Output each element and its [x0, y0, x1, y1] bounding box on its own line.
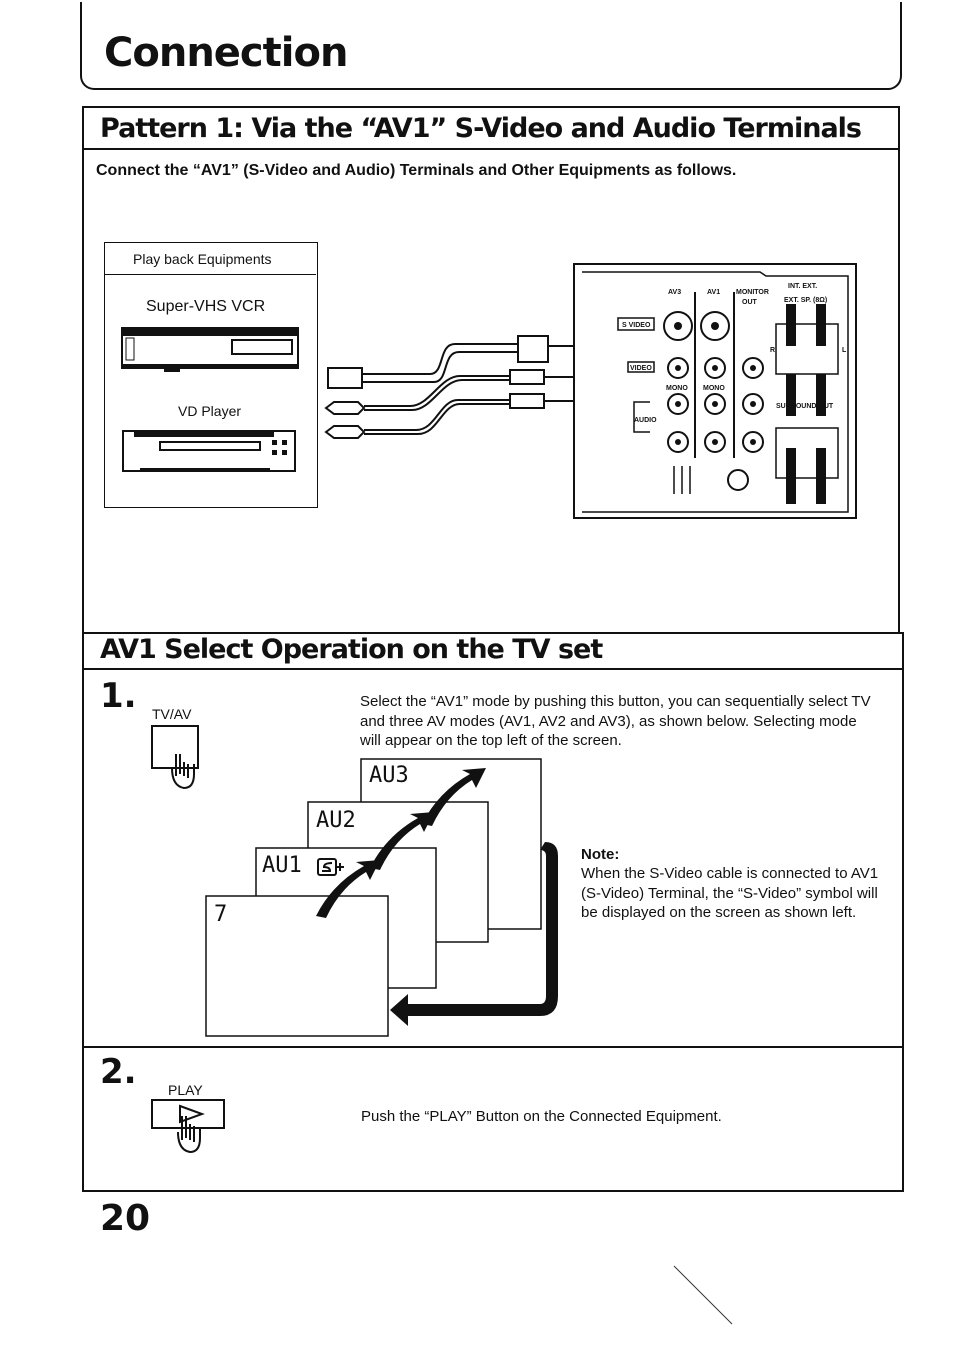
arrow-return-to-tv — [390, 842, 558, 1026]
panel-r-label: R — [770, 347, 775, 354]
mode-screens-illustration — [205, 758, 558, 1037]
tv-av-button-label: TV/AV — [152, 706, 192, 722]
divider — [82, 1046, 902, 1048]
panel-l-label: L — [842, 347, 847, 354]
panel-ext-sp-label: EXT. SP. (8Ω) — [784, 297, 827, 304]
panel-av1-label: AV1 — [707, 289, 720, 296]
panel-av3-label: AV3 — [668, 289, 681, 296]
operation-title: AV1 Select Operation on the TV set — [100, 634, 603, 665]
panel-audio-label: AUDIO — [634, 417, 657, 424]
arrow-to-av3 — [422, 768, 486, 826]
step-2-number: 2. — [100, 1052, 137, 1092]
playback-equipment-header — [104, 242, 316, 275]
tv-av-button-icon[interactable] — [150, 724, 206, 794]
panel-svideo-label: S VIDEO — [622, 322, 651, 329]
svhs-vcr-label: Super-VHS VCR — [146, 298, 266, 315]
panel-mono2-label: MONO — [703, 385, 725, 392]
panel-surround-label: SURROUND OUT — [776, 403, 834, 410]
step-2-instruction: Push the “PLAY” Button on the Connected … — [361, 1108, 722, 1125]
play-button-icon[interactable] — [150, 1098, 228, 1156]
pattern-section — [82, 106, 900, 634]
svg-text:OUT: OUT — [742, 299, 758, 306]
arrow-to-av2 — [370, 812, 434, 870]
operation-section — [82, 632, 904, 1192]
stray-mark — [673, 1265, 733, 1325]
tv-rear-panel: AV3 AV1 MONITOR OUT INT. EXT. EXT. SP. (… — [573, 263, 857, 519]
connection-instruction: Connect the “AV1” (S-Video and Audio) Te… — [96, 162, 737, 179]
screen-tv — [205, 895, 389, 1037]
step-1-instruction: Select the “AV1” mode by pushing this bu… — [360, 693, 871, 749]
screen-av1-label: AU1 — [262, 853, 302, 878]
panel-mono-label: MONO — [666, 385, 688, 392]
panel-int-ext-label: INT. EXT. — [788, 283, 817, 290]
panel-video-label: VIDEO — [630, 365, 652, 372]
page-title: Connection — [104, 30, 348, 76]
cable-illustration — [324, 335, 578, 439]
vd-player-label: VD Player — [178, 403, 242, 419]
divider — [82, 668, 902, 670]
note-title: Note: — [581, 846, 620, 863]
playback-equipment-box — [104, 242, 318, 508]
screen-av3-label: AU3 — [369, 763, 409, 788]
screen-av2-label: AU2 — [316, 808, 356, 833]
s-video-symbol-icon — [317, 858, 344, 876]
note-text: When the S-Video cable is connected to A… — [581, 865, 879, 921]
pattern-title: Pattern 1: Via the “AV1” S-Video and Aud… — [100, 113, 862, 144]
step-1-number: 1. — [100, 676, 137, 716]
vd-player-illustration — [122, 430, 296, 472]
arrow-to-av1 — [316, 860, 380, 918]
page-number: 20 — [100, 1198, 151, 1239]
divider — [82, 148, 898, 150]
vcr-illustration — [121, 327, 299, 372]
panel-monitor-label: MONITOR — [736, 289, 769, 296]
playback-equipment-title: Play back Equipments — [133, 251, 272, 267]
play-button-label: PLAY — [168, 1082, 203, 1098]
screen-tv-label: 7 — [214, 902, 228, 927]
title-frame — [80, 2, 902, 90]
